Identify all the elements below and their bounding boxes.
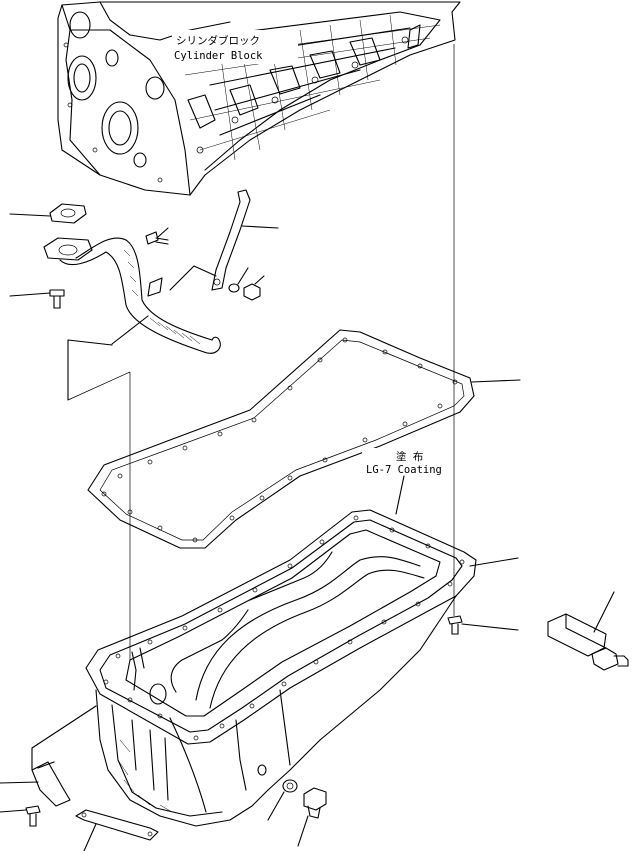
oil-suction-pipe	[43, 237, 221, 354]
lower-bracket-left	[0, 705, 97, 807]
cylinder-block-label-en: Cylinder Block	[174, 50, 263, 62]
bolt-oil-pan-right	[447, 615, 519, 635]
oil-pan	[85, 509, 519, 827]
cylinder-block	[57, 1, 461, 196]
bolt-flange-left	[9, 289, 65, 309]
oil-pan-gasket	[87, 329, 521, 549]
bolt-bracket	[145, 227, 169, 245]
drain-plug	[297, 787, 327, 847]
assembly-centerlines	[67, 44, 455, 660]
coating-label-background	[362, 448, 448, 476]
cylinder-block-label-jp: シリンダブロック	[176, 34, 260, 47]
lower-bracket-strip	[75, 809, 159, 851]
label-background	[172, 30, 298, 64]
coating-label-jp: 塗 布	[396, 450, 423, 463]
strainer-gasket	[9, 203, 87, 224]
coating-label-en: LG-7 Coating	[366, 464, 442, 476]
washer-and-nut	[228, 267, 265, 301]
bolt-lower-left	[0, 805, 41, 827]
oil-level-pipe	[547, 591, 629, 671]
drain-plug-gasket	[267, 779, 298, 821]
pipe-bracket	[67, 189, 279, 401]
coating-leader	[395, 475, 405, 515]
